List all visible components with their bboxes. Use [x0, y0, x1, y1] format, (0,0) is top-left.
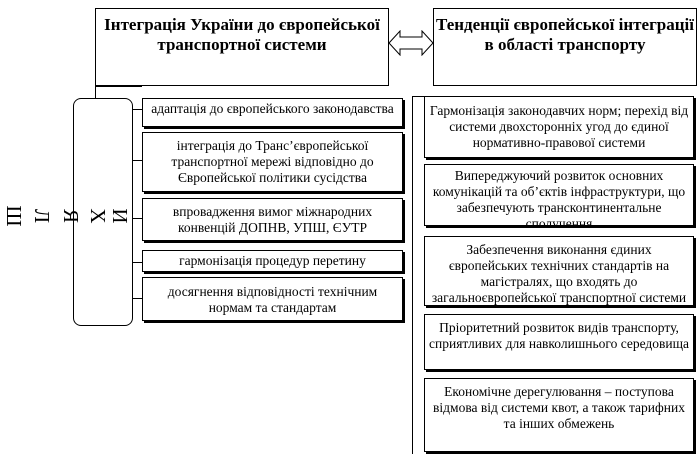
right-item-1: Гармонізація законодавчих норм; перехід …: [424, 96, 694, 158]
vertical-letter: Ш: [2, 205, 26, 227]
vertical-letter: И: [108, 208, 132, 224]
connector-line: [95, 86, 96, 98]
vertical-letter: Л: [30, 208, 54, 224]
vertical-letter: Я: [59, 208, 83, 223]
right-item-4: Пріоритетний розвиток видів транспорту, …: [424, 314, 694, 370]
connector-line: [95, 86, 142, 87]
right-item-2: Випереджуючий розвиток основних комуніка…: [424, 164, 694, 226]
connector-line: [133, 298, 142, 299]
connector-line: [133, 160, 142, 161]
left-item-4: гармонізація процедур перетину: [142, 250, 403, 272]
left-title: Інтеграція України до європейської транс…: [104, 15, 380, 54]
connector-line: [133, 262, 142, 263]
right-title: Тенденції європейської інтеграції в обла…: [436, 15, 694, 54]
vertical-letter: Х: [86, 208, 110, 224]
connector-line: [133, 218, 142, 219]
right-title-box: Тенденції європейської інтеграції в обла…: [433, 8, 697, 86]
left-item-1: адаптація до європейського законодавства: [142, 98, 403, 127]
right-item-3: Забезпечення виконання єдиних європейськ…: [424, 236, 694, 306]
vertical-label-box: [73, 98, 133, 326]
right-item-5: Економічне дерегулювання – поступова від…: [424, 378, 694, 452]
connector-line: [412, 96, 424, 97]
left-title-box: Інтеграція України до європейської транс…: [95, 8, 389, 86]
double-arrow-icon: [388, 30, 434, 56]
left-item-5: досягнення відповідності технічним норма…: [142, 277, 403, 321]
connector-line: [133, 109, 142, 110]
left-item-3: впровадження вимог міжнародних конвенцій…: [142, 198, 403, 241]
left-item-2: інтеграція до Транс’європейської транспо…: [142, 132, 403, 192]
connector-line: [412, 96, 413, 454]
